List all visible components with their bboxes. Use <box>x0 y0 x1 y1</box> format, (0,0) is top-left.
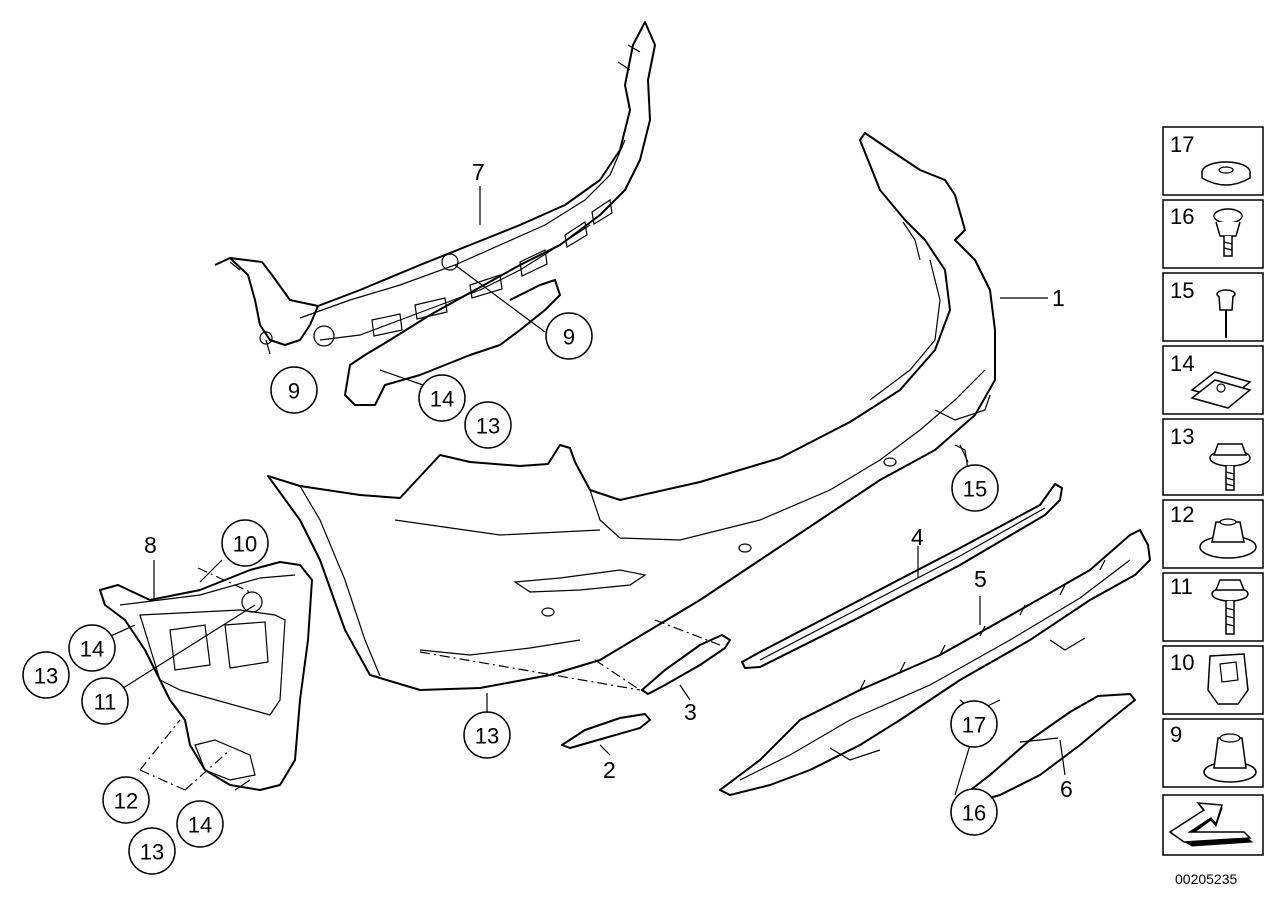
part-label-1: 1 <box>1052 285 1065 311</box>
fastener-cell-15: 15 <box>1162 272 1264 342</box>
svg-text:14: 14 <box>80 637 104 662</box>
part-label-2: 2 <box>603 757 616 783</box>
direction-arrow-icon <box>1168 802 1254 847</box>
fastener-cell-16: 16 <box>1162 199 1264 269</box>
svg-text:17: 17 <box>1170 132 1194 157</box>
svg-text:12: 12 <box>1170 502 1194 527</box>
svg-text:14: 14 <box>430 387 454 412</box>
diffuser-drawing <box>719 529 1151 796</box>
fastener-cell-11: 11 <box>1162 572 1264 642</box>
impact-carrier-drawing <box>214 21 656 406</box>
washer-icon <box>1201 161 1251 186</box>
fastener-cell-10: 10 <box>1162 645 1264 715</box>
part-label-6: 6 <box>1060 776 1073 802</box>
svg-text:13: 13 <box>34 664 58 689</box>
callout-circles: 9 9 14 13 15 10 14 13 <box>22 312 999 875</box>
leader-lines <box>79 186 1066 796</box>
callout-9-carrier-right: 9 <box>545 312 593 360</box>
part-label-4: 4 <box>911 524 924 550</box>
callout-9-carrier-left: 9 <box>270 366 318 414</box>
clip-nut-icon <box>1207 653 1249 705</box>
expansion-nut-icon <box>1203 733 1257 783</box>
trim-strip-drawing <box>741 483 1063 669</box>
clip-screw-icon <box>1213 208 1243 257</box>
fastener-panel: 17 16 15 <box>1162 126 1264 856</box>
callout-14-carrier: 14 <box>418 374 466 422</box>
svg-text:10: 10 <box>233 532 257 557</box>
svg-text:13: 13 <box>475 724 499 749</box>
hex-screw-icon <box>1209 443 1251 491</box>
cover-plate-drawing <box>954 693 1136 807</box>
fastener-cell-14: 14 <box>1162 345 1264 415</box>
fastener-cell-17: 17 <box>1162 126 1264 196</box>
svg-text:15: 15 <box>1170 278 1194 303</box>
callout-15-bumper: 15 <box>951 464 999 512</box>
svg-text:14: 14 <box>1170 351 1194 376</box>
svg-text:11: 11 <box>1170 574 1193 599</box>
callout-13-bumper: 13 <box>463 711 511 759</box>
svg-text:9: 9 <box>288 379 300 404</box>
svg-text:9: 9 <box>1170 722 1182 747</box>
callout-10-bracket: 10 <box>221 519 269 567</box>
reflector-strips-drawing <box>561 634 731 749</box>
fastener-cell-13: 13 <box>1162 418 1264 496</box>
fastener-cell-9: 9 <box>1162 718 1264 788</box>
rivet-icon <box>1216 289 1236 338</box>
part-number-labels: 1 2 3 4 5 6 7 8 <box>144 159 1073 802</box>
collar-screw-icon <box>1211 579 1249 635</box>
svg-text:16: 16 <box>962 801 986 826</box>
fastener-cell-12: 12 <box>1162 499 1264 569</box>
callout-14-bracket-lower: 14 <box>176 800 224 848</box>
svg-text:17: 17 <box>962 713 986 738</box>
svg-text:11: 11 <box>94 690 117 715</box>
svg-text:13: 13 <box>476 414 500 439</box>
svg-text:14: 14 <box>188 813 212 838</box>
flange-nut-icon <box>1199 518 1257 559</box>
direction-arrow-cell <box>1162 794 1264 856</box>
part-label-7: 7 <box>472 159 485 185</box>
callout-14-bracket-upper: 14 <box>68 624 116 672</box>
callout-11-bracket: 11 <box>81 677 129 725</box>
speed-nut-icon <box>1190 371 1252 409</box>
callout-13-carrier: 13 <box>464 401 512 449</box>
callout-13-bracket-upper: 13 <box>22 651 70 699</box>
callout-16-cover: 16 <box>950 788 998 836</box>
diagram-number: 00205235 <box>1175 871 1238 887</box>
bumper-trim-drawing <box>267 132 996 691</box>
svg-text:16: 16 <box>1170 204 1194 229</box>
svg-text:13: 13 <box>1170 424 1194 449</box>
callout-17-cover: 17 <box>950 700 998 748</box>
svg-text:15: 15 <box>963 477 987 502</box>
svg-text:9: 9 <box>563 325 575 350</box>
part-label-3: 3 <box>684 699 697 725</box>
callout-12-bracket: 12 <box>102 776 150 824</box>
svg-text:12: 12 <box>114 789 138 814</box>
side-bracket-drawing <box>99 561 313 791</box>
svg-text:13: 13 <box>140 840 164 865</box>
part-label-5: 5 <box>974 566 987 592</box>
svg-text:10: 10 <box>1170 650 1194 675</box>
part-label-8: 8 <box>144 532 157 558</box>
callout-13-bracket-lower: 13 <box>128 827 176 875</box>
